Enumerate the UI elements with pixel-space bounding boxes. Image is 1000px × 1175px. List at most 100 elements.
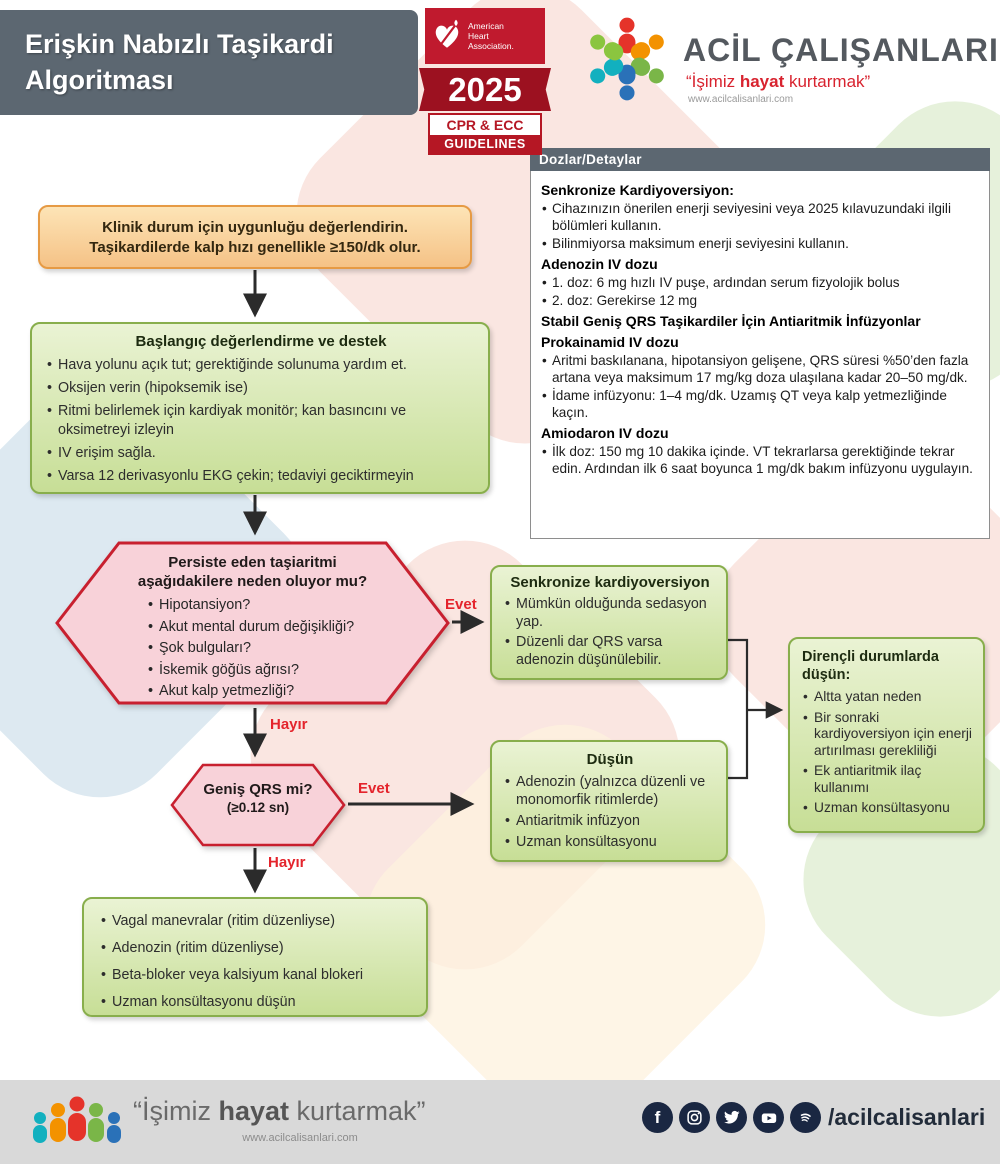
refractory-title-line1: Dirençli durumlarda [802,649,939,665]
page-title-block: Erişkin Nabızlı Taşikardi Algoritması [0,10,418,115]
footer-tagline: “İşimiz hayat kurtarmak” [133,1096,426,1126]
narrow-qrs-list: Vagal manevralar (ritim düzenliyse) Adeno… [100,912,412,1012]
initial-assessment-title: Başlangıç değerlendirme ve destek [135,333,387,350]
consider-list: Adenozin (yalnızca düzenli ve monomorfik… [504,773,716,851]
bullet-item: Uzman konsültasyonu düşün [100,993,412,1012]
bullet-item: Hava yolunu açık tut; gerektiğinde solun… [46,356,476,375]
dose-panel-title: Dozlar/Detaylar [530,148,990,171]
refractory-list: Altta yatan nedenBir sonraki kardiyovers… [802,689,973,817]
hexagon-shape [170,763,346,847]
bullet-item: Hipotansiyon? [147,595,397,617]
wide-qrs-subtitle: (≥0.12 sn) [226,800,290,815]
social-handle: /acilcalisanlari [828,1104,986,1130]
unstable-decision-title-line1: Persiste eden taşiaritmi [168,554,337,571]
no-label-2: Hayır [268,854,306,871]
dose-bullet-list: 1. doz: 6 mg hızlı IV puşe, ardından ser… [541,274,979,309]
bullet-item: İskemik göğüs ağrısı? [147,660,397,682]
bullet-item: Adenozin (yalnızca düzenli ve monomorfik… [504,773,716,809]
bullet-item: Şok bulguları? [147,638,397,660]
aha-guidelines-label: GUIDELINES [430,135,540,153]
youtube-icon[interactable] [753,1102,784,1133]
bullet-item: Bilinmiyorsa maksimum enerji seviyesini … [541,235,979,252]
brand-website: www.acilcalisanlari.com [688,94,794,105]
bullet-item: Cihazınızın önerilen enerji seviyesini v… [541,200,979,234]
initial-assessment-list: Hava yolunu açık tut; gerektiğinde solun… [46,356,476,486]
bullet-item: Akut mental durum değişikliği? [147,617,397,639]
dose-section-heading: Stabil Geniş QRS Taşikardiler İçin Antia… [541,313,921,329]
unstable-decision-content: Persiste eden taşiaritmi aşağıdakilere n… [55,540,450,706]
bullet-item: Beta-bloker veya kalsiyum kanal blokeri [100,966,412,985]
aha-year-banner: 2025 [419,68,551,111]
narrow-qrs-treatment-box: Vagal manevralar (ritim düzenliyse) Adeno… [82,897,428,1017]
bullet-item: Düzenli dar QRS varsa adenozin düşünüleb… [504,633,716,669]
dose-section-heading: Prokainamid IV dozu [541,334,679,350]
bullet-item: Ritmi belirlemek için kardiyak monitör; … [46,402,476,440]
aha-org-name: American Heart Association. [468,20,514,52]
wide-qrs-decision-hexagon: Geniş QRS mi? (≥0.12 sn) [170,762,346,848]
heart-torch-icon [435,19,459,48]
cardioversion-title: Senkronize kardiyoversiyon [510,574,710,591]
bullet-item: Antiaritmik infüzyon [504,812,716,830]
bullet-item: IV erişim sağla. [46,444,476,463]
bullet-item: Adenozin (ritim düzenliyse) [100,939,412,958]
unstable-decision-list: Hipotansiyon?Akut mental durum değişikli… [147,595,397,703]
clinical-assessment-box: Klinik durum için uygunluğu değerlendiri… [38,205,472,269]
refractory-considerations-box: Dirençli durumlarda düşün: Altta yatan n… [788,637,985,833]
people-group-icon [33,1096,121,1143]
bullet-item: Ek antiaritmik ilaç kullanımı [802,763,973,796]
dose-bullet-list: Aritmi baskılanana, hipotansiyon gelişen… [541,352,979,421]
bullet-item: Uzman konsültasyonu [504,833,716,851]
spotify-icon[interactable] [790,1102,821,1133]
bullet-item: Uzman konsültasyonu [802,800,973,817]
aha-logo: American Heart Association. [425,8,545,64]
page-title-line2: Algoritması [25,65,174,95]
social-icons-row: f [642,1102,821,1133]
start-line1: Klinik durum için uygunluğu değerlendiri… [102,219,408,236]
yes-label-1: Evet [445,596,477,613]
no-label-1: Hayır [270,716,308,733]
consider-box: Düşün Adenozin (yalnızca düzenli ve mono… [490,740,728,862]
bullet-item: 2. doz: Gerekirse 12 mg [541,292,979,309]
footer-website: www.acilcalisanlari.com [242,1132,358,1144]
brand-tagline: “İşimiz hayat kurtarmak” [686,72,871,91]
bullet-item: İdame infüzyonu: 1–4 mg/dk. Uzamış QT ve… [541,387,979,421]
brand-name: ACİL ÇALIŞANLARI [683,32,999,68]
bullet-item: Varsa 12 derivasyonlu EKG çekin; tedaviy… [46,467,476,486]
refractory-title-line2: düşün: [802,667,851,683]
bullet-item: İlk doz: 150 mg 10 dakika içinde. VT tek… [541,443,979,477]
yes-label-2: Evet [358,780,390,797]
bullet-item: Oksijen verin (hipoksemik ise) [46,379,476,398]
facebook-icon[interactable]: f [642,1102,673,1133]
cardioversion-list: Mümkün olduğunda sedasyon yap.Düzenli da… [504,595,716,669]
bullet-item: Vagal manevralar (ritim düzenliyse) [100,912,412,931]
dose-panel-body: Senkronize Kardiyoversiyon: Cihazınızın ö… [530,171,990,539]
bullet-item: Akut kalp yetmezliği? [147,681,397,703]
dose-details-panel: Dozlar/Detaylar Senkronize Kardiyoversiy… [530,148,990,539]
dose-section-heading: Amiodaron IV dozu [541,425,669,441]
page-title-line1: Erişkin Nabızlı Taşikardi [25,29,334,59]
aha-guidelines-box: CPR & ECC GUIDELINES [428,113,542,155]
consider-title: Düşün [586,751,634,768]
unstable-decision-title-line2: aşağıdakilere neden oluyor mu? [137,573,368,590]
wide-qrs-decision-content: Geniş QRS mi? (≥0.12 sn) [170,762,346,848]
bullet-item: Altta yatan neden [802,689,973,706]
initial-assessment-box: Başlangıç değerlendirme ve destek Hava y… [30,322,490,494]
footer: “İşimiz hayat kurtarmak” www.acilcalisan… [0,1080,1000,1164]
bullet-item: Bir sonraki kardiyoversiyon için enerji … [802,710,973,760]
bullet-item: Mümkün olduğunda sedasyon yap. [504,595,716,631]
instagram-icon[interactable] [679,1102,710,1133]
twitter-icon[interactable] [716,1102,747,1133]
brand-pinwheel-icon [590,17,664,101]
bullet-item: 1. doz: 6 mg hızlı IV puşe, ardından ser… [541,274,979,291]
dose-bullet-list: Cihazınızın önerilen enerji seviyesini v… [541,200,979,252]
dose-section-heading: Senkronize Kardiyoversiyon: [541,182,734,198]
dose-bullet-list: İlk doz: 150 mg 10 dakika içinde. VT tek… [541,443,979,477]
start-line2: Taşikardilerde kalp hızı genellikle ≥150… [89,239,421,256]
bullet-item: Aritmi baskılanana, hipotansiyon gelişen… [541,352,979,386]
unstable-decision-hexagon: Persiste eden taşiaritmi aşağıdakilere n… [55,540,450,706]
synchronized-cardioversion-box: Senkronize kardiyoversiyon Mümkün olduğu… [490,565,728,680]
dose-section-heading: Adenozin IV dozu [541,256,658,272]
aha-cpr-ecc-label: CPR & ECC [446,117,524,133]
